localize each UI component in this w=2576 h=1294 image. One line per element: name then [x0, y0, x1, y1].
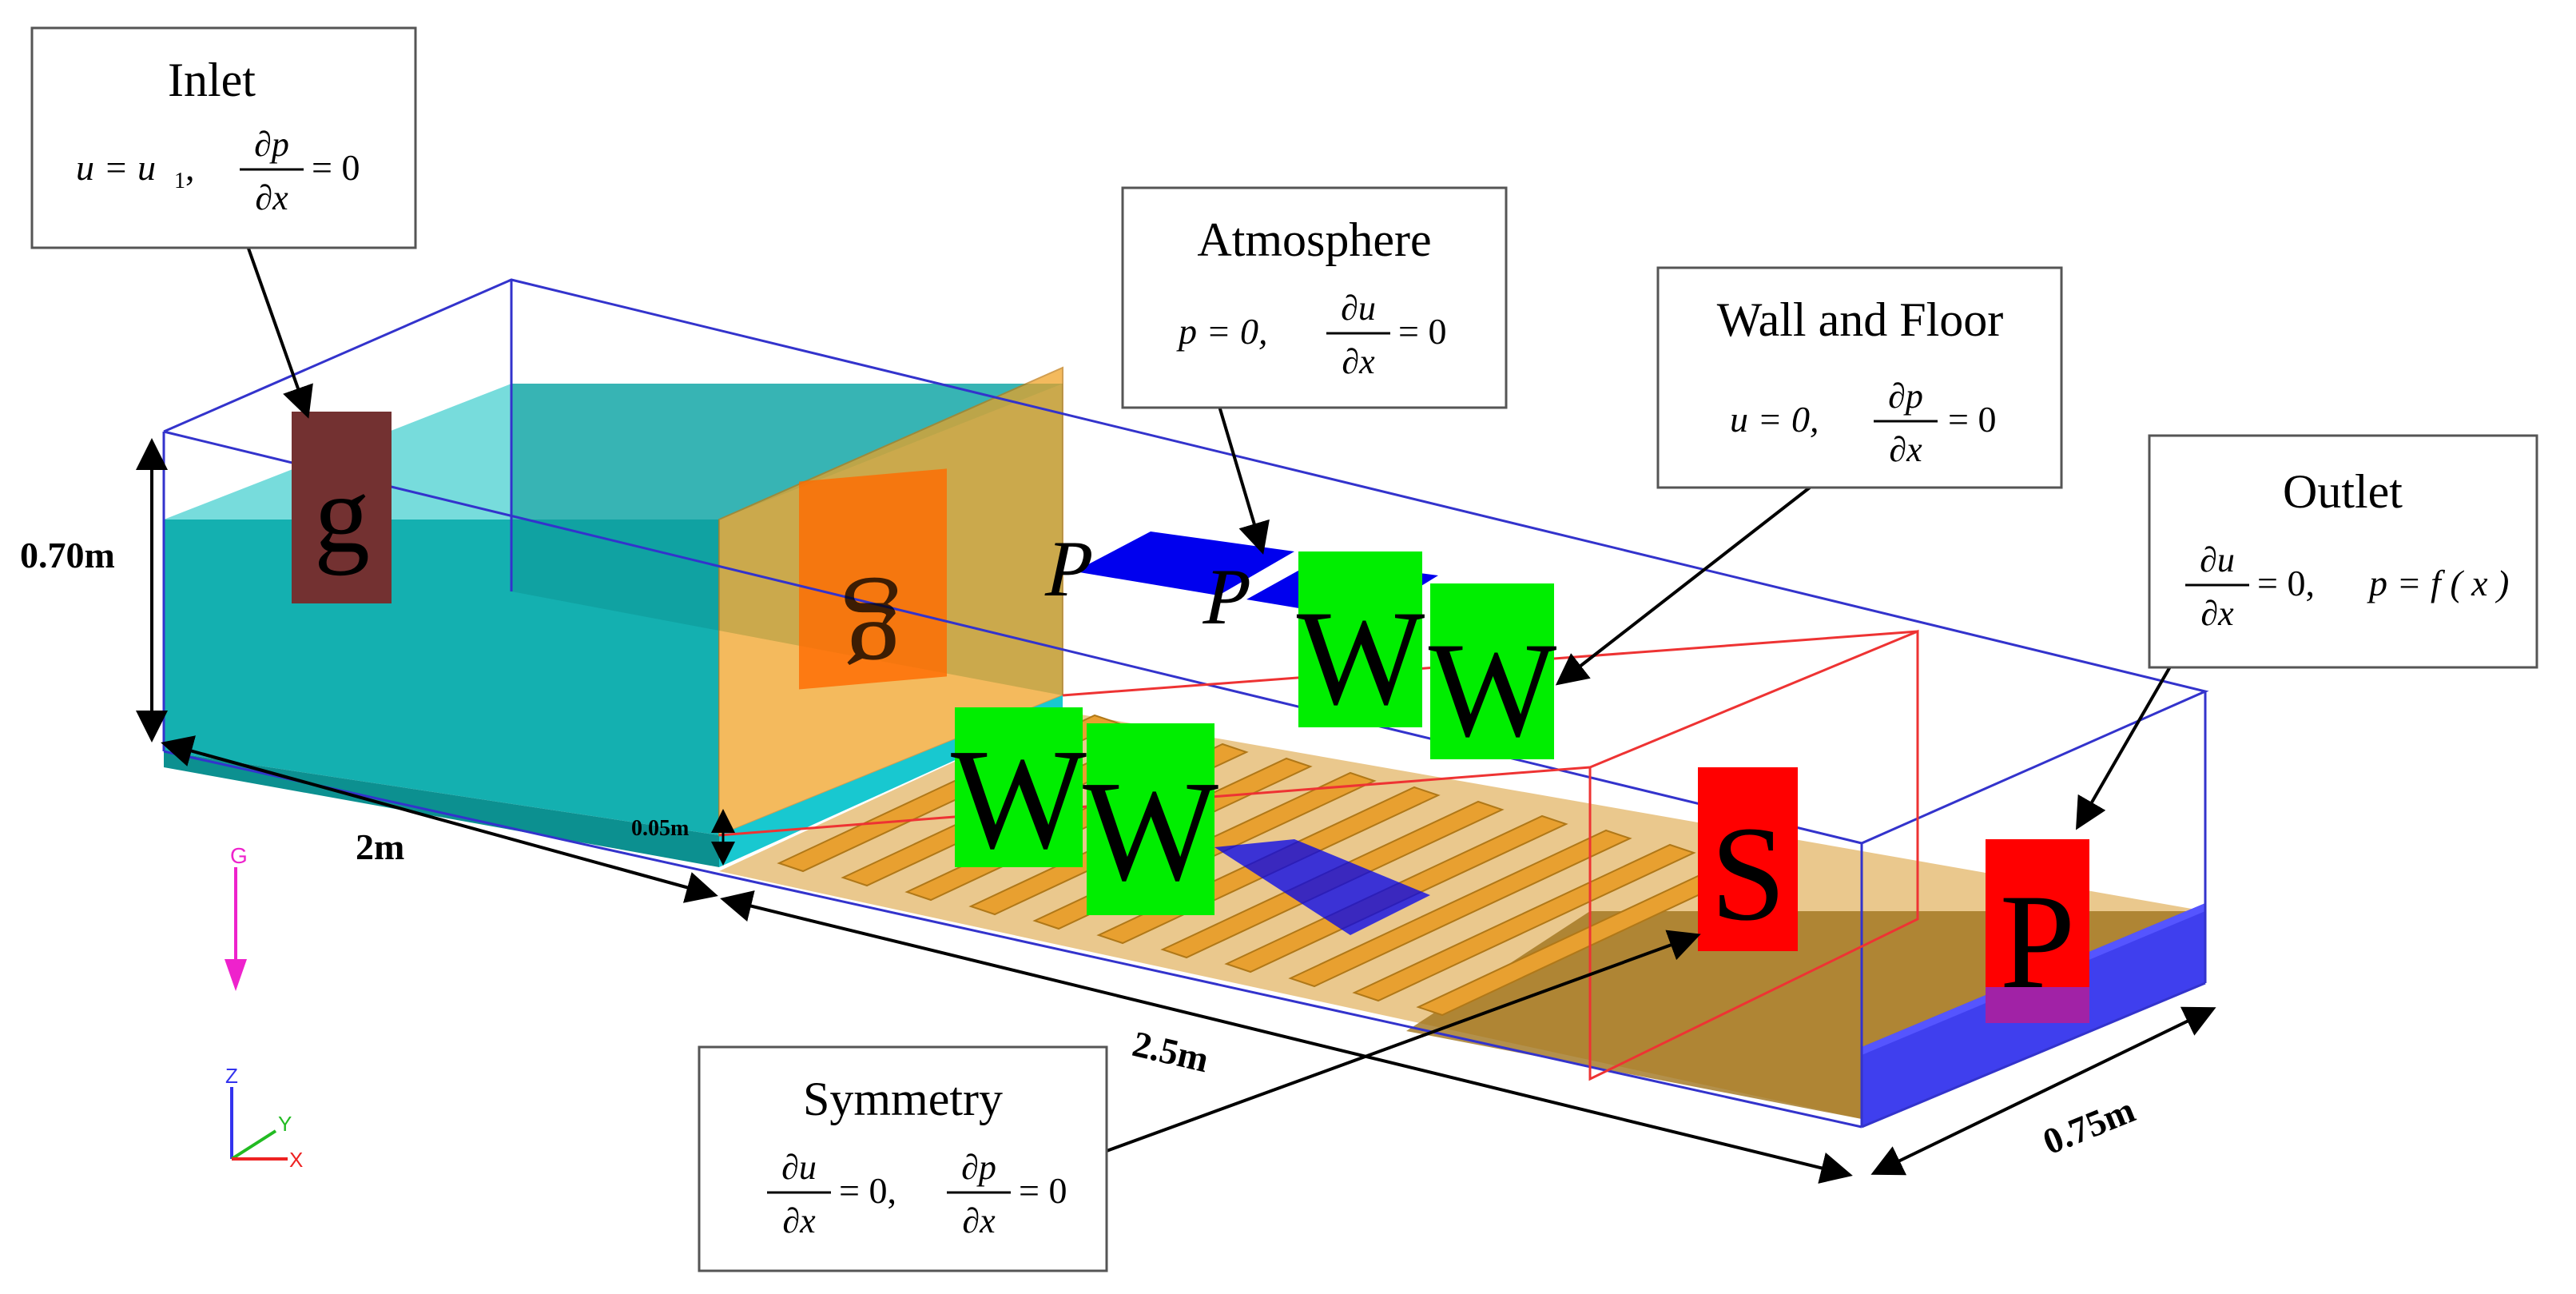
patch-symmetry: S — [1698, 767, 1798, 951]
atmosphere-eq-lhs: p = 0, — [1176, 311, 1268, 352]
axis-triad: Z Y X — [225, 1064, 303, 1172]
label-box-outlet: Outlet ∂u ∂x = 0, p = f ( x ) — [2148, 434, 2538, 669]
axis-z-label: Z — [225, 1064, 238, 1088]
patch-letter-gate: g — [843, 577, 903, 710]
patch-outlet: P — [1986, 839, 2089, 1023]
symmetry-eq-num1: ∂u — [781, 1148, 817, 1187]
patch-letter-outlet: P — [2000, 866, 2076, 1017]
outlet-eq-mid: = 0, — [2257, 563, 2315, 603]
symmetry-eq-num2: ∂p — [961, 1148, 996, 1187]
label-box-symmetry: Symmetry ∂u ∂x = 0, ∂p ∂x = 0 — [698, 1045, 1108, 1272]
wall-floor-eq-rhs: = 0 — [1948, 399, 1996, 440]
label-box-wall-floor: Wall and Floor u = 0, ∂p ∂x = 0 — [1656, 266, 2063, 489]
label-box-inlet: Inlet u = u 1 , ∂p ∂x = 0 — [30, 26, 417, 249]
patch-letter-wall1: W — [1297, 583, 1425, 733]
atmosphere-eq-num: ∂u — [1341, 289, 1376, 328]
patch-letter-wall4: W — [1083, 751, 1218, 910]
gravity-label: G — [230, 843, 248, 868]
outlet-eq-den: ∂x — [2200, 594, 2234, 633]
inlet-title: Inlet — [168, 54, 256, 106]
patch-walls-upper: W W — [1297, 551, 1557, 765]
outlet-eq-num: ∂u — [2200, 540, 2235, 579]
wall-floor-eq-num: ∂p — [1888, 376, 1923, 416]
patch-letter-wall3: W — [951, 719, 1087, 878]
patch-letter-wall2: W — [1429, 615, 1557, 765]
atmosphere-eq-den: ∂x — [1342, 342, 1375, 381]
atmosphere-eq-rhs: = 0 — [1398, 311, 1446, 352]
symmetry-eq-mid: = 0, — [839, 1170, 896, 1211]
symmetry-eq-rhs: = 0 — [1019, 1170, 1067, 1211]
patch-letter-inlet: g — [314, 452, 370, 576]
inlet-eq-rhs: = 0 — [312, 147, 360, 188]
inlet-eq-num: ∂p — [254, 125, 289, 164]
dim-width: 0.75m — [2037, 1089, 2141, 1162]
wall-floor-eq-lhs: u = 0, — [1730, 399, 1819, 440]
axis-y-label: Y — [278, 1112, 292, 1136]
callout-arrows — [246, 245, 2183, 1153]
inlet-eq-den: ∂x — [255, 178, 288, 217]
symmetry-title: Symmetry — [803, 1073, 1003, 1125]
dimension-lines — [136, 438, 2216, 1184]
wall-floor-title: Wall and Floor — [1717, 293, 2003, 346]
patch-letter-sym: S — [1711, 798, 1787, 949]
inlet-eq-sub: 1 — [174, 169, 185, 193]
inlet-eq-sep: , — [185, 147, 195, 188]
dim-height: 0.70m — [20, 535, 115, 575]
wall-floor-eq-den: ∂x — [1889, 430, 1922, 469]
symmetry-eq-den1: ∂x — [782, 1201, 816, 1240]
symmetry-eq-den2: ∂x — [962, 1201, 996, 1240]
axis-x-label: X — [289, 1148, 303, 1172]
inlet-eq-lhs: u = u — [76, 147, 156, 188]
patch-gate-letter: g — [843, 577, 903, 710]
outlet-title: Outlet — [2283, 465, 2403, 518]
gravity-indicator: G — [225, 843, 248, 991]
dim-length2: 2.5m — [1129, 1023, 1213, 1080]
atmosphere-title: Atmosphere — [1197, 213, 1431, 266]
dim-length1: 2m — [356, 826, 404, 867]
patch-inlet: g — [292, 412, 392, 603]
dim-gap: 0.05m — [631, 816, 689, 841]
label-box-atmosphere: Atmosphere p = 0, ∂u ∂x = 0 — [1121, 186, 1508, 409]
outlet-eq-rhs: p = f ( x ) — [2367, 563, 2509, 603]
